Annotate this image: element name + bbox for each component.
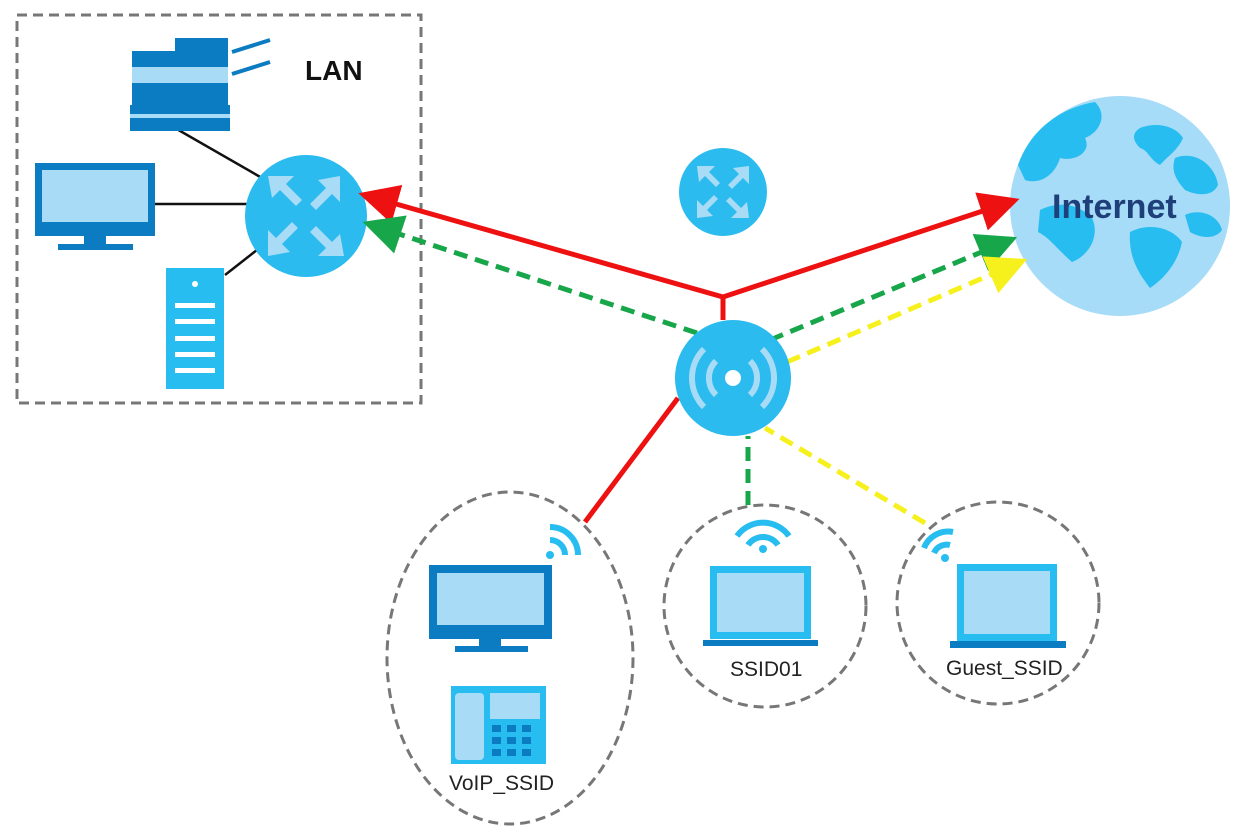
desktop-monitor-icon [429, 565, 552, 652]
lan-label: LAN [305, 55, 363, 86]
guest-ssid-path [763, 256, 1028, 526]
wifi-signal-icon [921, 528, 954, 562]
ssid01-label: SSID01 [730, 658, 802, 681]
desktop-monitor-icon [35, 163, 155, 250]
guest-ssid-label: Guest_SSID [946, 657, 1063, 680]
laptop-icon [950, 564, 1066, 648]
ssid01-path [362, 215, 1018, 505]
server-tower-icon [166, 268, 224, 389]
wifi-signal-icon [546, 524, 581, 559]
router-icon [679, 148, 767, 236]
ip-phone-icon [451, 686, 546, 764]
router-icon [245, 155, 367, 277]
access-point-icon [675, 320, 791, 436]
voip-ssid-path [358, 184, 1020, 524]
globe-icon [1010, 96, 1230, 316]
ssid01-group [662, 503, 868, 709]
internet-label: Internet [1052, 188, 1177, 226]
voip-ssid-group [385, 490, 635, 826]
voip-ssid-label: VoIP_SSID [449, 772, 554, 795]
lan-wiring [155, 126, 263, 276]
guest-ssid-group [895, 500, 1101, 706]
printer-icon [130, 38, 271, 131]
laptop-icon [703, 566, 818, 646]
wifi-signal-icon [734, 519, 792, 553]
